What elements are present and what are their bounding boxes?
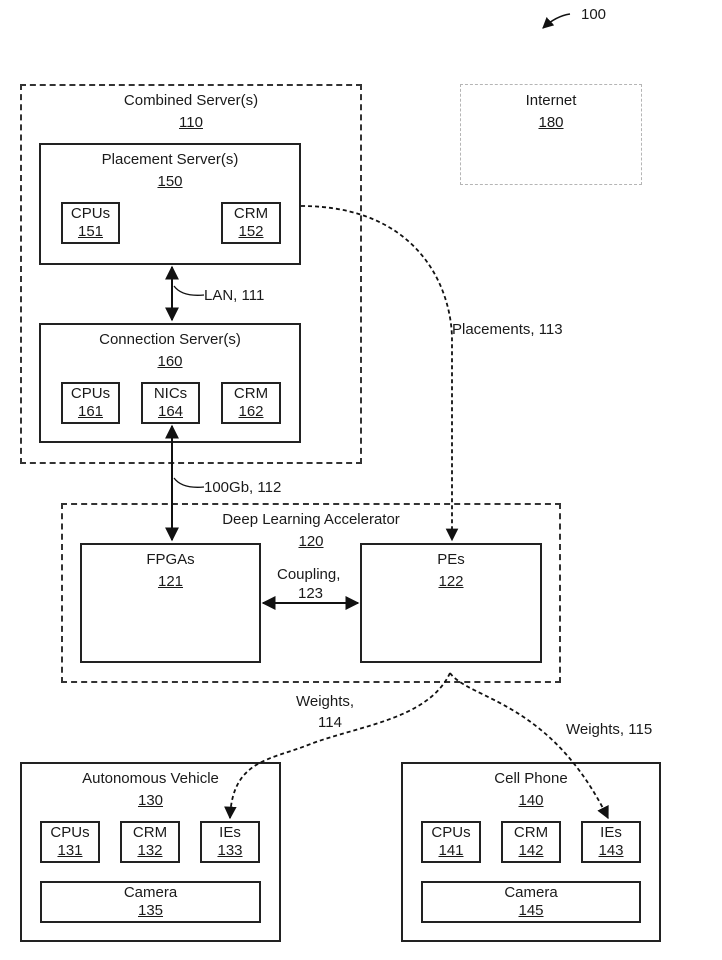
- connection-crm-label: CRM: [233, 385, 269, 402]
- placement-crm-number: 152: [238, 223, 264, 240]
- placement-cpus-box: CPUs 151: [61, 202, 120, 244]
- internet-number: 180: [538, 114, 564, 131]
- placements-label: Placements, 113: [452, 321, 563, 338]
- phone-title: Cell Phone: [494, 770, 568, 787]
- dla-number: 120: [298, 533, 324, 550]
- vehicle-camera-box: Camera 135: [40, 881, 261, 923]
- connection-crm-box: CRM 162: [221, 382, 281, 424]
- fpgas-number: 121: [157, 573, 184, 590]
- placement-crm-box: CRM 152: [221, 202, 281, 244]
- coupling-label-line2: 123: [298, 585, 324, 602]
- phone-cpus-box: CPUs 141: [421, 821, 481, 863]
- phone-ies-box: IEs 143: [581, 821, 641, 863]
- weights-115-link: [449, 672, 609, 820]
- connection-server-title: Connection Server(s): [99, 331, 241, 348]
- vehicle-cpus-number: 131: [57, 842, 83, 859]
- connection-cpus-box: CPUs 161: [61, 382, 120, 424]
- placement-server-number: 150: [157, 173, 183, 190]
- fpgas-box: FPGAs 121: [80, 543, 261, 663]
- vehicle-title: Autonomous Vehicle: [82, 770, 219, 787]
- internet-box: Internet 180: [460, 84, 642, 185]
- phone-crm-box: CRM 142: [501, 821, 561, 863]
- phone-crm-label: CRM: [513, 824, 549, 841]
- placement-server-title: Placement Server(s): [101, 151, 239, 168]
- pes-box: PEs 122: [360, 543, 542, 663]
- connection-nics-number: 164: [157, 403, 184, 420]
- connection-nics-box: NICs 164: [141, 382, 200, 424]
- phone-ies-number: 143: [598, 842, 624, 859]
- connection-cpus-number: 161: [77, 403, 104, 420]
- fpgas-title: FPGAs: [146, 551, 195, 568]
- phone-number: 140: [518, 792, 544, 809]
- internet-title: Internet: [525, 92, 577, 109]
- phone-camera-label: Camera: [504, 884, 558, 901]
- pes-title: PEs: [437, 551, 465, 568]
- connection-server-number: 160: [157, 353, 183, 370]
- placement-crm-label: CRM: [233, 205, 269, 222]
- weights-114-link: [224, 672, 451, 820]
- dla-title: Deep Learning Accelerator: [222, 511, 400, 528]
- figure-reference: 100: [581, 6, 607, 23]
- figure-ref-pointer: [542, 13, 571, 29]
- combined-server-number: 110: [179, 114, 203, 131]
- connection-cpus-label: CPUs: [70, 385, 111, 402]
- connection-nics-label: NICs: [153, 385, 188, 402]
- vehicle-crm-label: CRM: [132, 824, 168, 841]
- lan-label: LAN, 111: [204, 287, 265, 304]
- vehicle-ies-label: IEs: [219, 824, 241, 841]
- placements-link: [300, 205, 459, 542]
- weights-114-label-line1: Weights,: [296, 693, 355, 710]
- weights-115-label: Weights, 115: [566, 721, 653, 738]
- vehicle-ies-number: 133: [217, 842, 243, 859]
- connection-crm-number: 162: [238, 403, 264, 420]
- vehicle-camera-number: 135: [137, 902, 164, 919]
- combined-server-title: Combined Server(s): [123, 92, 259, 109]
- phone-cpus-label: CPUs: [431, 824, 471, 841]
- phone-camera-box: Camera 145: [421, 881, 641, 923]
- placement-cpus-label: CPUs: [70, 205, 111, 222]
- phone-ies-label: IEs: [600, 824, 622, 841]
- vehicle-ies-box: IEs 133: [200, 821, 260, 863]
- placement-cpus-number: 151: [77, 223, 104, 240]
- gb-leader: [173, 477, 205, 488]
- dla-group: Deep Learning Accelerator 120: [61, 503, 561, 683]
- lan-leader: [173, 285, 205, 296]
- vehicle-cpus-label: CPUs: [50, 824, 90, 841]
- vehicle-crm-number: 132: [137, 842, 163, 859]
- vehicle-number: 130: [137, 792, 164, 809]
- phone-camera-number: 145: [518, 902, 544, 919]
- gb-label: 100Gb, 112: [204, 479, 282, 496]
- phone-cpus-number: 141: [438, 842, 464, 859]
- weights-114-label-line2: 114: [318, 714, 342, 731]
- pes-number: 122: [438, 573, 464, 590]
- coupling-label-line1: Coupling,: [277, 566, 341, 583]
- phone-crm-number: 142: [518, 842, 544, 859]
- vehicle-camera-label: Camera: [123, 884, 178, 901]
- combined-server-group: Combined Server(s) 110: [20, 84, 362, 464]
- vehicle-crm-box: CRM 132: [120, 821, 180, 863]
- vehicle-cpus-box: CPUs 131: [40, 821, 100, 863]
